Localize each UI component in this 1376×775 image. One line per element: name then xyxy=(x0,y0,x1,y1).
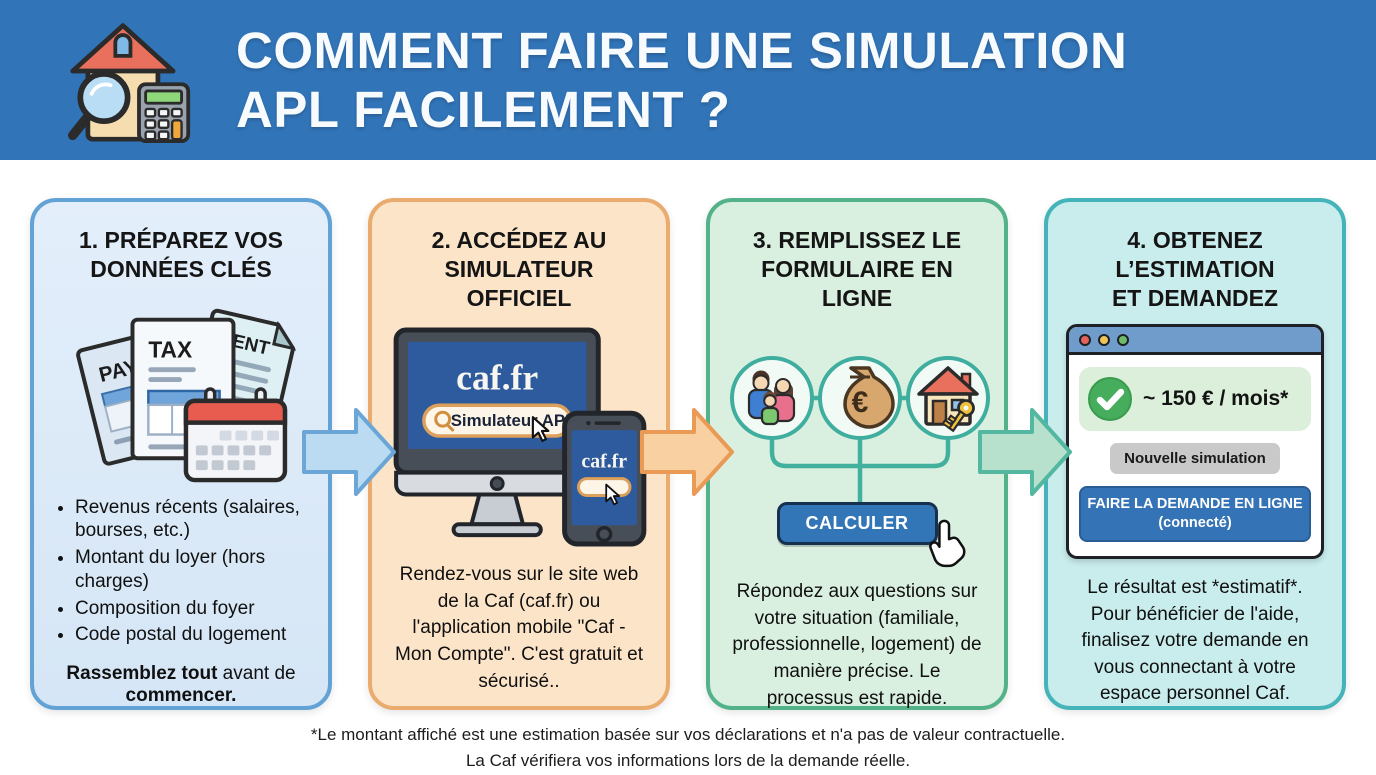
calendar-icon xyxy=(183,386,288,482)
list-item: Revenus récents (salaires, bourses, etc.… xyxy=(75,496,313,544)
calculator-icon xyxy=(137,81,191,143)
house-search-calculator-icon xyxy=(67,22,191,143)
browser-window: ~ 150 € / mois* Nouvelle simulation FAIR… xyxy=(1066,324,1324,559)
house-key-icon xyxy=(917,366,979,433)
search-query-text: Simulateur APL xyxy=(451,411,576,430)
monitor-illustration: caf.fr Simulateur APL xyxy=(393,327,601,538)
cursor-icon xyxy=(605,483,620,506)
list-item: Composition du foyer xyxy=(75,597,313,621)
browser-content: ~ 150 € / mois* Nouvelle simulation FAIR… xyxy=(1069,355,1321,556)
documents-calendar-illustration: PAY RENT TAX xyxy=(76,308,297,482)
money-bag-icon: € xyxy=(843,366,895,429)
step-card-3: 3. REMPLISSEZ LE FORMULAIRE EN LIGNE xyxy=(706,198,1008,710)
browser-title-bar xyxy=(1069,327,1321,356)
step-4-description: Le résultat est *estimatif*. Pour bénéfi… xyxy=(1081,576,1309,705)
step-arrow-3-icon xyxy=(978,408,1072,496)
result-amount: ~ 150 € / mois* xyxy=(1143,387,1289,411)
list-item: Code postal du logement xyxy=(75,623,313,647)
family-icon xyxy=(747,370,796,426)
apply-online-button[interactable]: FAIRE LA DEMANDE EN LIGNE (connecté) xyxy=(1079,486,1311,542)
caf-devices-illustration: caf.fr Simulateur APL caf.fr xyxy=(393,327,647,547)
browser-dot-green-icon xyxy=(1117,333,1129,346)
estimation-result-box: ~ 150 € / mois* xyxy=(1079,367,1311,432)
step-card-4: 4. OBTENEZ L’ESTIMATION ET DEMANDEZ ~ 15… xyxy=(1044,198,1346,710)
form-topics-illustration: € xyxy=(730,356,990,505)
browser-dot-yellow-icon xyxy=(1098,333,1110,346)
step-3-description: Répondez aux questions sur votre situati… xyxy=(732,581,982,709)
cursor-icon xyxy=(531,416,550,443)
new-simulation-button[interactable]: Nouvelle simulation xyxy=(1110,443,1280,475)
page-title: COMMENT FAIRE UNE SIMULATION APL FACILEM… xyxy=(236,21,1128,138)
step-1-note: Rassemblez tout avant de commencer. xyxy=(66,663,296,706)
step-arrow-1-icon xyxy=(302,408,396,496)
list-item: Montant du loyer (hors charges) xyxy=(75,546,313,594)
check-icon xyxy=(1088,377,1132,422)
phone-search-bar[interactable] xyxy=(576,477,632,498)
caf-app-label: caf.fr xyxy=(581,451,627,473)
step-1-title: 1. PRÉPAREZ VOS DONNÉES CLÉS xyxy=(78,227,284,282)
step-2-title: 2. ACCÉDEZ AU SIMULATEUR OFFICIEL xyxy=(431,227,607,311)
browser-dot-red-icon xyxy=(1079,333,1091,346)
step-card-1: 1. PRÉPAREZ VOS DONNÉES CLÉS PAY RENT xyxy=(30,198,332,710)
phone-illustration: caf.fr xyxy=(562,410,647,547)
step-3-title: 3. REMPLISSEZ LE FORMULAIRE EN LIGNE xyxy=(752,227,962,311)
search-icon xyxy=(434,410,455,432)
calculer-button[interactable]: CALCULER xyxy=(776,502,938,546)
disclaimer-line-1: *Le montant affiché est une estimation b… xyxy=(310,725,1066,744)
caf-site-label: caf.fr xyxy=(456,358,538,398)
key-data-list: Revenus récents (salaires, bourses, etc.… xyxy=(49,496,313,648)
footer-disclaimer: *Le montant affiché est une estimation b… xyxy=(0,722,1376,775)
step-2-description: Rendez-vous sur le site web de la Caf (c… xyxy=(395,564,643,692)
step-card-2: 2. ACCÉDEZ AU SIMULATEUR OFFICIEL caf.fr… xyxy=(368,198,670,710)
step-4-title: 4. OBTENEZ L’ESTIMATION ET DEMANDEZ xyxy=(1111,227,1279,311)
steps-row: 1. PRÉPAREZ VOS DONNÉES CLÉS PAY RENT xyxy=(30,198,1346,710)
magnifier-icon xyxy=(67,70,131,140)
svg-text:TAX: TAX xyxy=(148,336,192,362)
euro-symbol: € xyxy=(852,386,869,419)
header-banner: COMMENT FAIRE UNE SIMULATION APL FACILEM… xyxy=(0,0,1376,160)
disclaimer-line-2: La Caf vérifiera vos informations lors d… xyxy=(465,751,911,771)
step-arrow-2-icon xyxy=(640,408,734,496)
hand-cursor-icon xyxy=(928,519,965,568)
